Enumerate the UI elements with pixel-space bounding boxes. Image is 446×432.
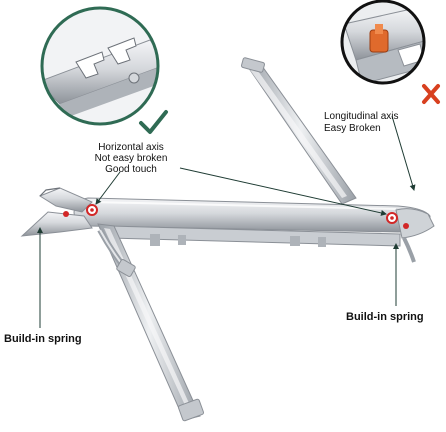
- upper-lever: [241, 57, 357, 205]
- left-spring: [97, 228, 136, 277]
- longitudinal-axis-callout: Longitudinal axis Easy Broken: [324, 111, 399, 135]
- longitudinal-axis-note: Easy Broken: [324, 123, 381, 134]
- spring-label-left: Build-in spring: [4, 333, 82, 345]
- horizontal-axis-title: Horizontal axis: [98, 142, 164, 153]
- zoom-inset-horizontal-axis: [40, 6, 160, 126]
- callout-arrows: [37, 115, 416, 328]
- horizontal-axis-note-2: Good touch: [105, 164, 157, 175]
- horizontal-axis-note: Not easy broken: [94, 153, 168, 164]
- cross-icon: [422, 84, 440, 104]
- clipper-body: [73, 197, 431, 247]
- right-spring: [395, 208, 435, 263]
- spring-label-right: Build-in spring: [346, 311, 424, 323]
- left-jaw: [20, 187, 93, 237]
- zoom-inset-longitudinal-axis: [340, 0, 426, 85]
- longitudinal-axis-title: Longitudinal axis: [324, 111, 399, 122]
- pivot-marker-left: [63, 204, 98, 217]
- horizontal-axis-callout: Horizontal axis Not easy broken Good tou…: [76, 142, 186, 175]
- check-icon: [139, 110, 168, 134]
- pivot-marker-right: [386, 212, 409, 229]
